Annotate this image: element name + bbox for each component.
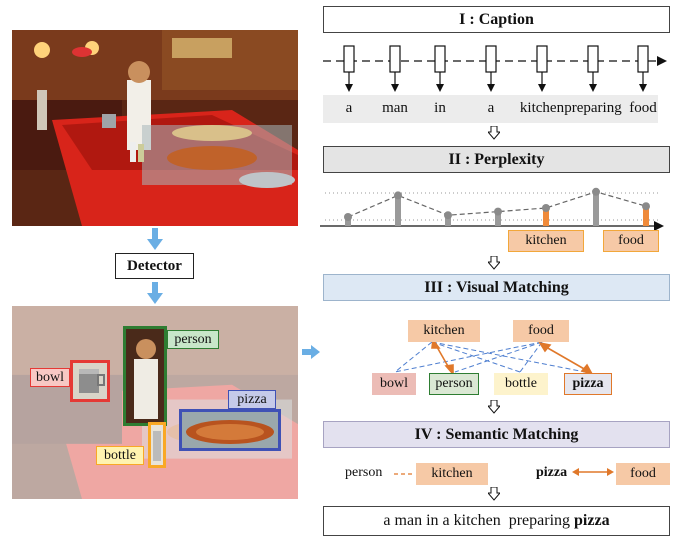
down-arrow-icon [147,282,163,304]
rnn-cell [343,45,355,73]
perplexity-point [344,213,352,221]
down-arrow-icon [488,487,500,501]
bottle-detection [148,422,166,468]
caption-word: a [487,100,495,116]
vm-pizza-tag: pizza [564,373,612,395]
caption-word: preparing [564,100,622,116]
perplexity-bar [543,208,549,226]
person-detection [123,326,167,426]
right-arrow-icon [302,345,320,359]
perplexity-point [444,211,452,220]
perplexity-bar [593,191,599,226]
perplexity-bar [445,215,451,226]
rnn-output-arrow [345,84,353,92]
caption-word: man [382,100,408,116]
rnn-output-arrow [538,84,546,92]
rnn-cell [434,45,446,73]
perplexity-point [494,207,502,216]
final-caption-box: a man in a kitchen preparing pizza [323,506,670,536]
sm-kitchen-tag: kitchen [416,463,488,485]
perplexity-bar [495,211,501,226]
rnn-output-arrow [639,84,647,92]
stage-visual-matching: III : Visual Matching [323,274,670,301]
rnn-output-arrow [487,84,495,92]
person-detection-label: person [167,330,219,349]
perplexity-kitchen-tag: kitchen [508,230,584,252]
pizza-detection-label: pizza [228,390,276,409]
stage-semantic-matching: IV : Semantic Matching [323,421,670,448]
perplexity-plot [320,187,664,231]
final-caption-text: a man in a kitchen preparing [383,512,571,529]
vm-bottle-tag: bottle [494,373,548,395]
caption-word: in [434,100,446,116]
rnn-output-arrow [436,84,444,92]
perplexity-point [592,187,600,196]
sm-person-label: person [345,465,383,480]
bowl-detection-label: bowl [30,368,70,387]
caption-rnn-diagram [323,45,667,92]
detector-box: Detector [115,253,194,279]
double-arrow-icon [572,468,614,476]
detection-photo: person bowl pizza bottle [12,306,298,499]
caption-word: kitchen [519,100,565,116]
rnn-cell [536,45,548,73]
rnn-cell [485,45,497,73]
vm-person-tag: person [429,373,479,395]
vm-kitchen-tag: kitchen [408,320,480,342]
perplexity-bar [643,206,649,226]
kitchen-photo [12,30,298,226]
visual-matching-links [394,337,594,377]
sm-pizza-label: pizza [536,465,568,480]
perplexity-point [394,191,402,200]
perplexity-bar [395,195,401,226]
bottle-detection-label: bottle [96,446,144,465]
stage-caption: I : Caption [323,6,670,33]
caption-word: food [629,100,657,116]
final-caption-bold-word: pizza [574,512,610,529]
bowl-detection [70,360,110,402]
perplexity-bar [345,217,351,226]
rnn-cell [637,45,649,73]
perplexity-point [542,204,550,212]
rnn-output-arrow [391,84,399,92]
pizza-detection [179,409,281,451]
vm-food-tag: food [513,320,569,342]
rnn-output-arrow [589,84,597,92]
stage-perplexity: II : Perplexity [323,146,670,173]
perplexity-food-tag: food [603,230,659,252]
perplexity-point [642,202,650,211]
dashed-link-icon [394,473,415,475]
rnn-cell [587,45,599,73]
rnn-cell [389,45,401,73]
down-arrow-icon [147,228,163,250]
vm-bowl-tag: bowl [372,373,416,395]
sm-food-tag: food [616,463,670,485]
caption-word: a [345,100,353,116]
detector-label: Detector [127,257,182,274]
down-arrow-icon [488,126,500,140]
down-arrow-icon [488,400,500,414]
down-arrow-icon [488,256,500,270]
